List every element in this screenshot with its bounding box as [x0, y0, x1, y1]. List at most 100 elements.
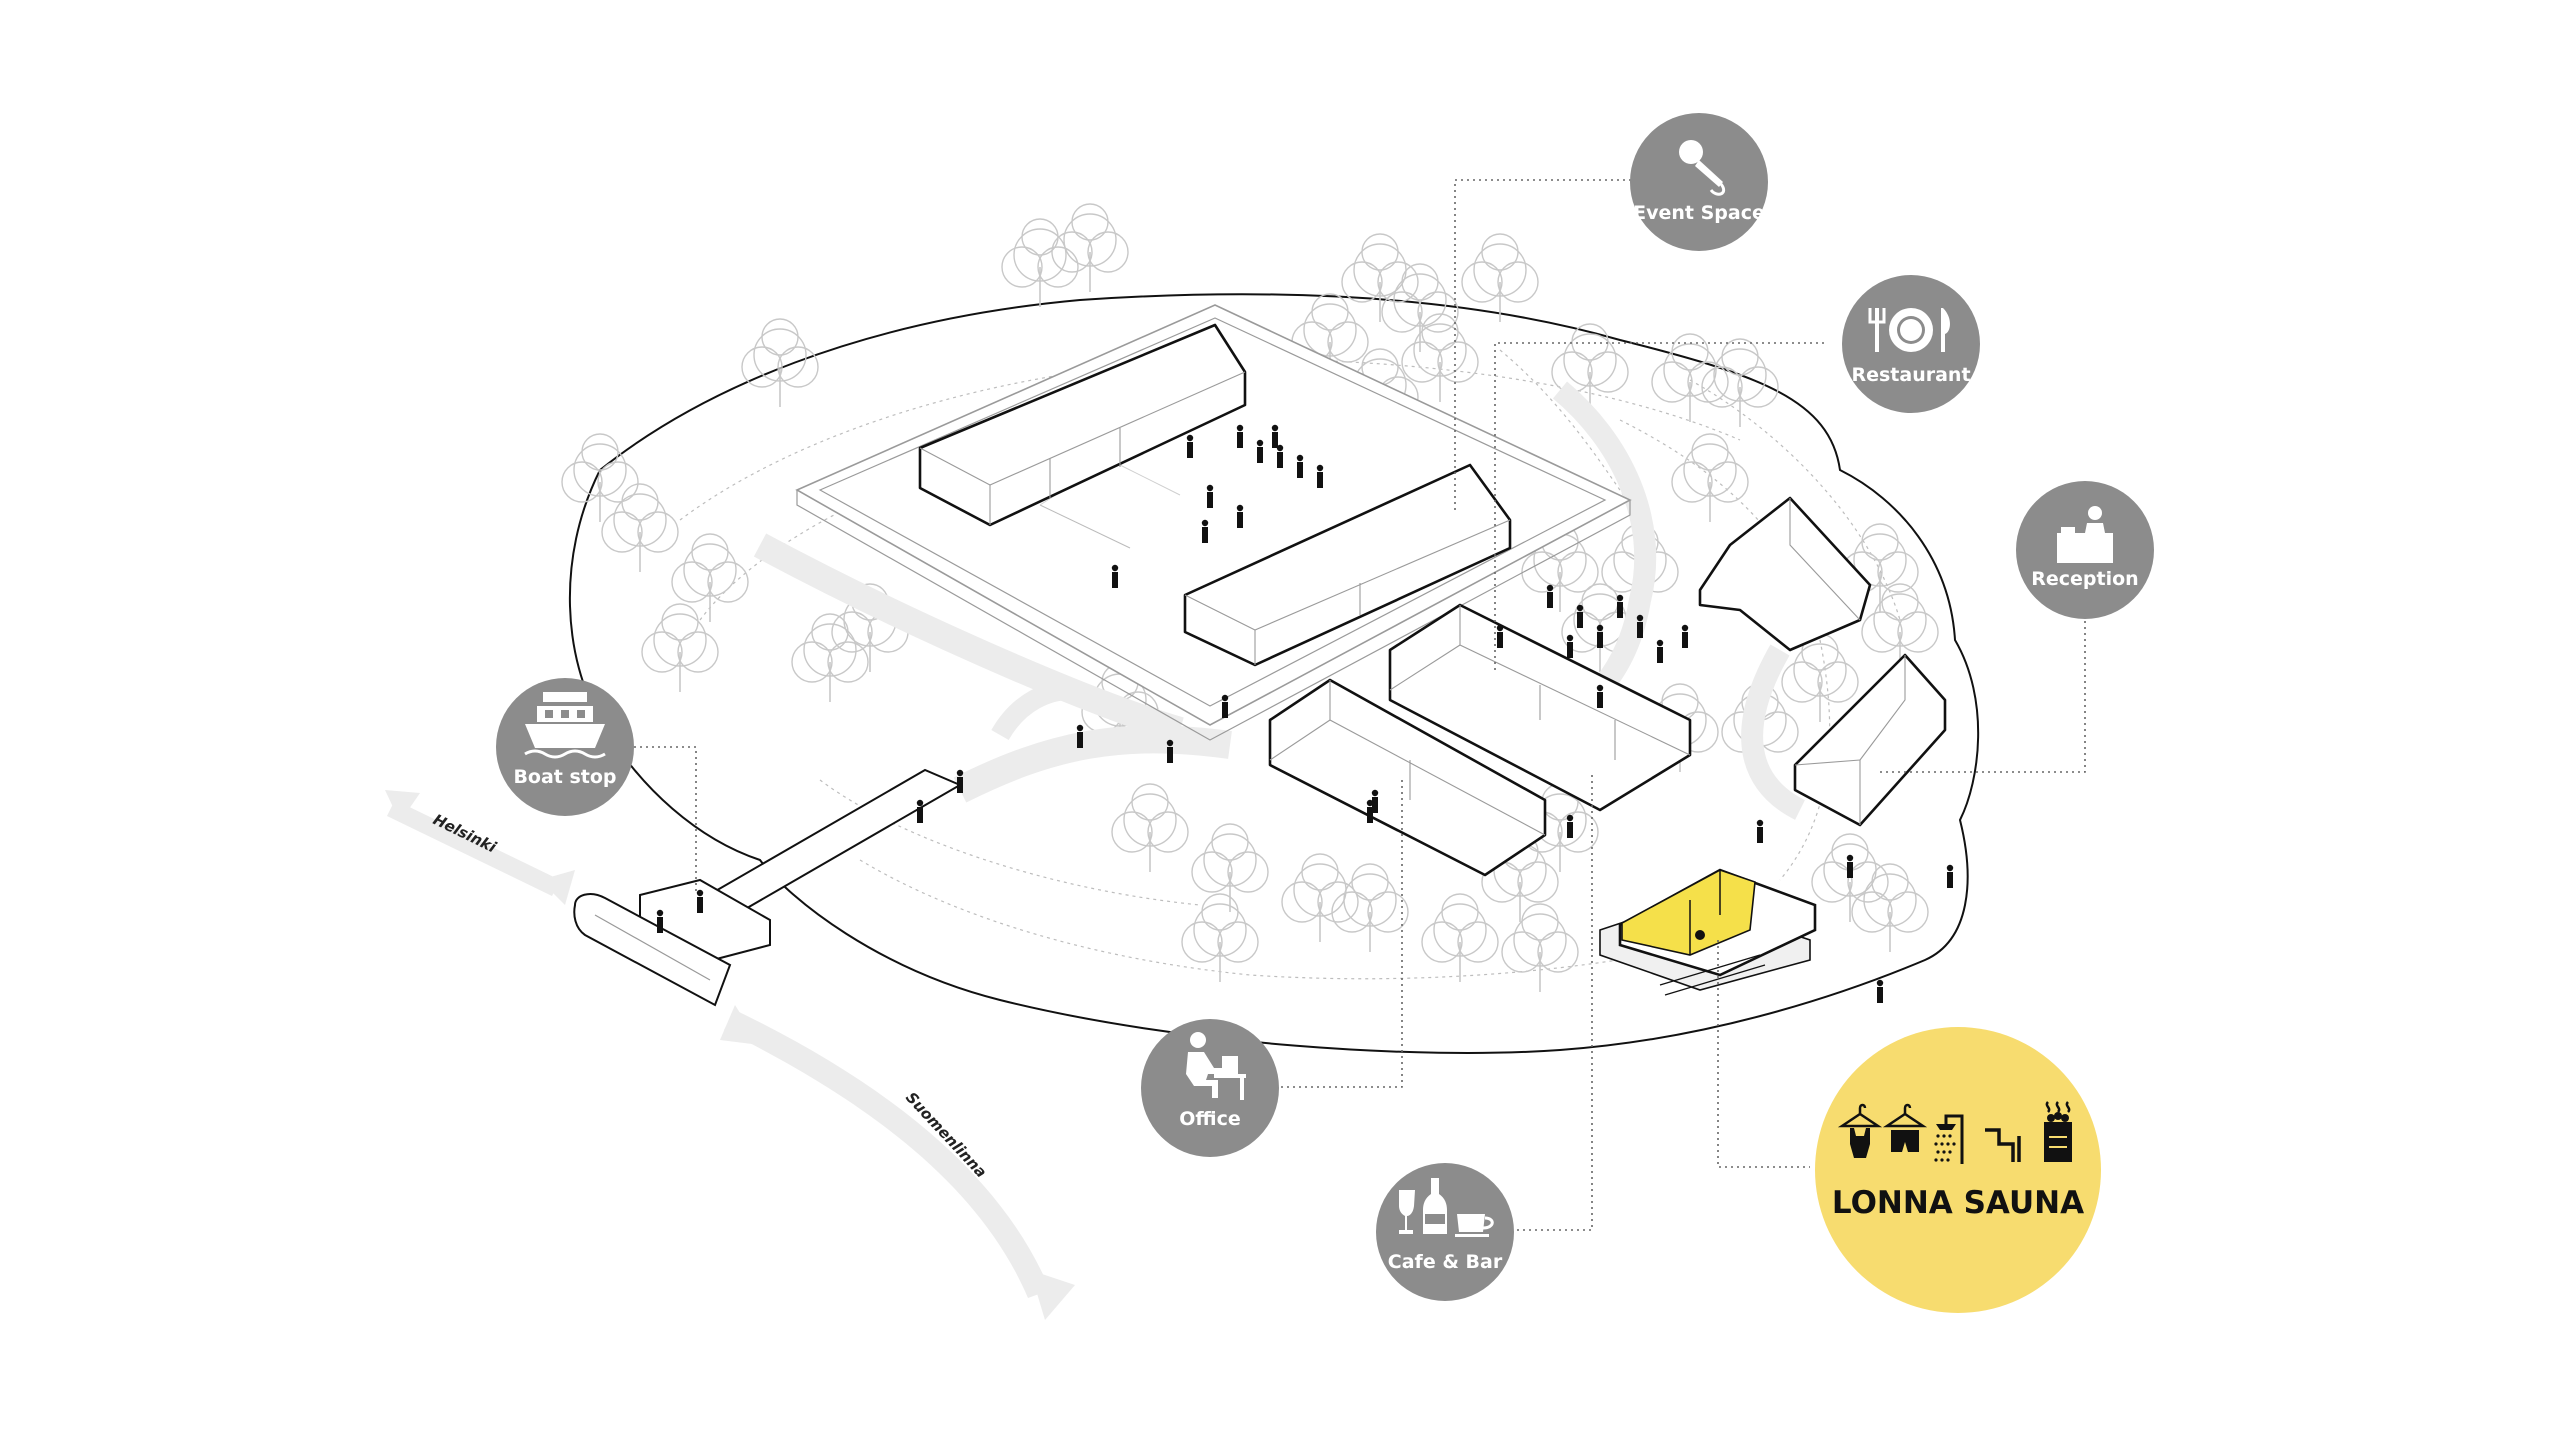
- person: [1596, 684, 1604, 708]
- person: [1596, 624, 1604, 648]
- tree: [1111, 783, 1189, 872]
- tree: [1181, 893, 1259, 982]
- person: [1201, 519, 1209, 543]
- tree: [1461, 233, 1539, 322]
- person: [1236, 504, 1244, 528]
- person: [1656, 639, 1664, 663]
- cafe-bar-marker: Cafe & Bar: [1376, 1163, 1514, 1301]
- reception-marker: Reception: [2016, 481, 2154, 619]
- person: [1316, 464, 1324, 488]
- tree: [1811, 833, 1889, 922]
- tree: [1861, 583, 1939, 672]
- ferry-boat: [573, 893, 732, 1007]
- person: [956, 769, 964, 793]
- person: [1566, 814, 1574, 838]
- person: [1221, 694, 1229, 718]
- barracks-middle: [1183, 463, 1512, 667]
- boat-stop-label: Boat stop: [513, 766, 616, 788]
- tree: [601, 483, 679, 572]
- microphone-icon: [1679, 140, 1726, 196]
- tree: [1191, 823, 1269, 912]
- person: [1111, 564, 1119, 588]
- tree: [1701, 338, 1779, 427]
- fortress-wall: [795, 304, 1632, 741]
- tree: [1421, 893, 1499, 982]
- tree: [1051, 203, 1129, 292]
- person: [1276, 444, 1284, 468]
- tree: [561, 433, 639, 522]
- event-building-east: [1698, 496, 1872, 652]
- helsinki-arrow: [385, 790, 575, 905]
- trunks-hanger-icon: [1882, 1103, 1928, 1152]
- tree: [1401, 313, 1479, 402]
- person: [1166, 739, 1174, 763]
- office-label: Office: [1179, 1108, 1241, 1130]
- office-marker: Office: [1141, 1019, 1279, 1157]
- cafe-bar-label: Cafe & Bar: [1388, 1251, 1503, 1273]
- shower-icon: [1934, 1114, 1964, 1164]
- person: [1496, 624, 1504, 648]
- person: [1616, 594, 1624, 618]
- restaurant-marker: Restaurant: [1842, 275, 1980, 413]
- lonna-sauna-building: [1599, 868, 1817, 996]
- person: [656, 909, 664, 933]
- person: [1756, 819, 1764, 843]
- barracks-north: [918, 323, 1247, 527]
- tree: [1341, 233, 1419, 322]
- restaurant-label: Restaurant: [1851, 364, 1970, 386]
- swimsuit-hanger-icon: [1837, 1103, 1883, 1158]
- tree: [1281, 853, 1359, 942]
- tree: [1851, 863, 1929, 952]
- lonna-sauna-marker: LONNA SAUNA: [1815, 1027, 2101, 1313]
- person: [1576, 604, 1584, 628]
- tree: [1331, 863, 1409, 952]
- people: [656, 424, 1954, 1003]
- sauna-stove-icon: [2044, 1101, 2072, 1162]
- tree: [1291, 293, 1369, 382]
- stairs-icon: [1985, 1128, 2021, 1162]
- tree: [1671, 433, 1749, 522]
- restaurant-building: [1388, 603, 1692, 812]
- person-at-desk-icon: [1186, 1032, 1246, 1100]
- tree: [641, 603, 719, 692]
- boat-stop-marker: Boat stop: [496, 678, 634, 816]
- person: [916, 799, 924, 823]
- event-space-label: Event Space: [1633, 202, 1765, 224]
- person: [1296, 454, 1304, 478]
- boat-icon: [524, 692, 606, 759]
- person: [1271, 424, 1279, 448]
- suomenlinna-arrow: [720, 1005, 1075, 1320]
- person: [1681, 624, 1689, 648]
- plate-cutlery-icon: [1868, 308, 1950, 352]
- office-building: [1268, 678, 1547, 877]
- person: [1946, 864, 1954, 888]
- person: [1076, 724, 1084, 748]
- tree: [1381, 263, 1459, 352]
- tree: [741, 318, 819, 407]
- trees: [561, 203, 1939, 992]
- person: [1206, 484, 1214, 508]
- person: [696, 889, 704, 913]
- wine-bottle-cup-icon: [1399, 1178, 1494, 1237]
- reception-desk-icon: [2057, 506, 2113, 563]
- lonna-sauna-label: LONNA SAUNA: [1832, 1185, 2084, 1221]
- person: [1236, 424, 1244, 448]
- person: [1186, 434, 1194, 458]
- person: [1546, 584, 1554, 608]
- person: [1846, 854, 1854, 878]
- person: [1371, 789, 1379, 813]
- event-space-marker: Event Space: [1630, 113, 1768, 251]
- reception-building: [1793, 653, 1947, 827]
- person: [1256, 439, 1264, 463]
- tree: [791, 613, 869, 702]
- reception-label: Reception: [2031, 568, 2138, 590]
- leader-lines: [610, 179, 2086, 1231]
- person: [1566, 634, 1574, 658]
- person: [1876, 979, 1884, 1003]
- person: [1366, 799, 1374, 823]
- tree: [671, 533, 749, 622]
- tree: [1781, 633, 1859, 722]
- person: [1636, 614, 1644, 638]
- tree: [1501, 903, 1579, 992]
